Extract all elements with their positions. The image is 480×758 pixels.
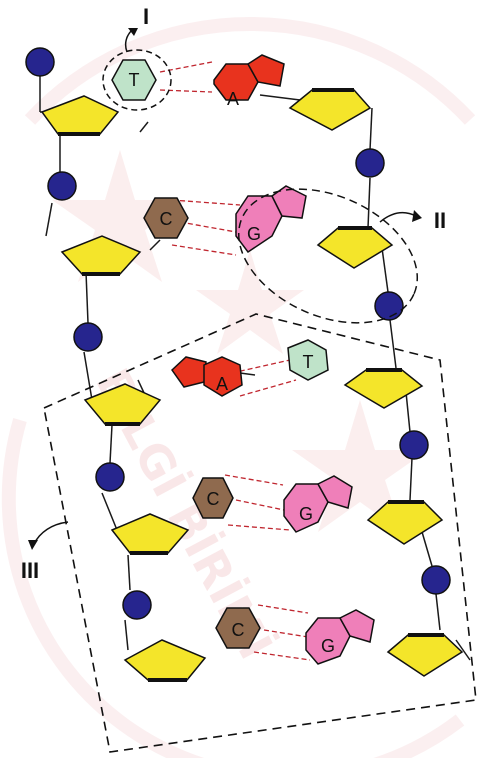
adenine-1-label: A — [227, 89, 239, 109]
right-backbone — [239, 94, 471, 661]
phosphate-left-1 — [25, 47, 55, 77]
region-III-arrow-icon — [33, 521, 69, 545]
cytosine-2 — [192, 477, 234, 519]
base-pair-5: C G — [215, 607, 375, 665]
sugar-left-3 — [83, 383, 162, 425]
sugar-right-3 — [343, 369, 424, 409]
region-II-arrowhead-icon — [412, 210, 422, 222]
base-pair-3: A T — [171, 339, 329, 397]
phosphate-right-3 — [399, 430, 429, 460]
thymine-2-label: T — [303, 352, 314, 372]
region-III-label: III — [21, 558, 39, 583]
adenine-2-label: A — [216, 374, 228, 394]
region-III: III — [21, 313, 477, 753]
thymine-1-label: T — [129, 70, 140, 90]
adenine-1-pentagon — [247, 54, 285, 87]
region-III-arrowhead-icon — [28, 540, 38, 550]
cytosine-2-label: C — [207, 489, 220, 509]
sugar-left-1 — [40, 95, 120, 135]
region-II-label: II — [434, 208, 446, 233]
cytosine-3-label: C — [232, 620, 245, 640]
cytosine-3 — [215, 607, 261, 649]
guanine-3-label: G — [321, 636, 335, 656]
phosphate-left-3 — [73, 322, 103, 352]
guanine-2-label: G — [299, 504, 313, 524]
region-II-arrow-icon — [379, 211, 417, 223]
sugar-bold-edges — [58, 88, 444, 682]
sugar-right-2 — [316, 227, 394, 269]
sugar-right-4 — [366, 501, 444, 545]
watermark-star-icon — [196, 250, 304, 354]
sugar-left-2 — [60, 235, 142, 275]
sugar-right-5 — [386, 634, 464, 677]
phosphate-left-2 — [47, 171, 77, 201]
phosphate-right-4 — [421, 565, 451, 595]
guanine-2-hexagon — [283, 483, 329, 533]
region-III-outline — [43, 313, 477, 753]
region-I-label: I — [143, 4, 149, 29]
adenine-1-hexagon — [213, 63, 259, 101]
guanine-2-pentagon — [316, 475, 353, 509]
guanine-1-label: G — [247, 224, 261, 244]
base-pair-2: C G — [143, 185, 307, 254]
region-II: II — [237, 188, 446, 324]
region-II-outline — [237, 188, 419, 324]
guanine-3-pentagon — [338, 609, 375, 643]
guanine-1-pentagon — [271, 185, 307, 219]
region-I-outline — [102, 49, 172, 111]
region-I-arrowhead-icon — [128, 28, 138, 36]
thymine-1 — [111, 59, 157, 101]
sugar-left-5 — [123, 639, 207, 681]
phosphate-left-5 — [122, 590, 152, 620]
region-I-arrow-icon — [124, 29, 133, 53]
base-pair-4: C G — [192, 475, 353, 533]
sugar-right-1 — [288, 89, 372, 131]
adenine-2-hexagon — [203, 356, 243, 397]
phosphate-right-2 — [374, 291, 404, 321]
adenine-2-pentagon — [171, 356, 207, 388]
sugars — [40, 89, 464, 681]
cytosine-1 — [143, 197, 189, 239]
phosphate-right-1 — [355, 148, 385, 178]
watermark-star-icon — [292, 400, 428, 532]
hydrogen-bonds — [159, 61, 311, 661]
region-I: I — [102, 4, 172, 111]
left-backbone — [39, 72, 161, 651]
sugar-left-4 — [110, 513, 190, 554]
cytosine-1-label: C — [160, 209, 173, 229]
base-pair-1: T A — [111, 54, 285, 109]
watermark-star-icon — [52, 150, 188, 282]
phosphate-left-4 — [95, 462, 125, 492]
guanine-3-hexagon — [305, 617, 351, 665]
thymine-2 — [287, 339, 329, 381]
